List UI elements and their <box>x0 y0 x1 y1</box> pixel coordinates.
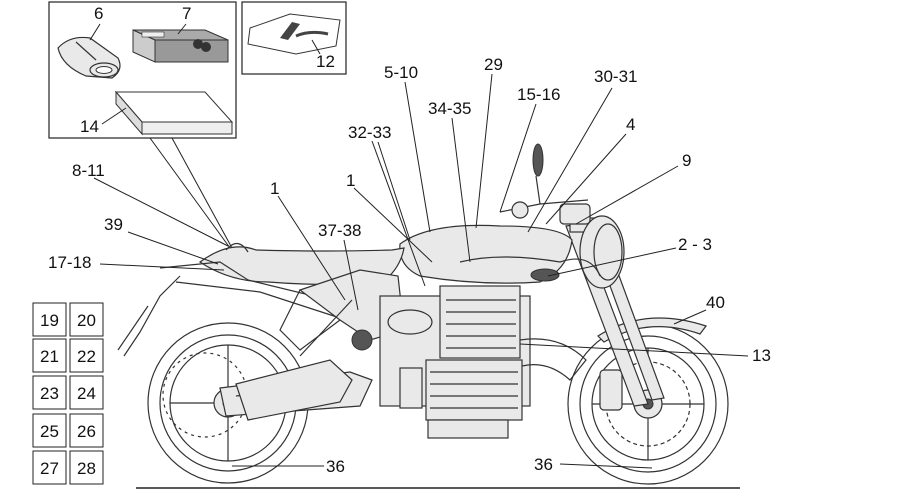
callout-4: 4 <box>626 115 635 134</box>
owners-manual-icon <box>132 29 229 63</box>
callout-40: 40 <box>706 293 725 312</box>
handlebar-mirror <box>499 143 589 219</box>
grid-box-27: 27 <box>40 459 59 478</box>
callout-15-16: 15-16 <box>517 85 560 104</box>
callout-37-38: 37-38 <box>318 221 361 240</box>
grid-box-24: 24 <box>77 384 96 403</box>
callout-1-upper: 1 <box>346 171 355 190</box>
callout-13: 13 <box>752 346 771 365</box>
callout-6: 6 <box>94 4 103 23</box>
callout-8-11: 8-11 <box>72 161 105 180</box>
grid-box-21: 21 <box>40 347 59 366</box>
grid-box-23: 23 <box>40 384 59 403</box>
cover-sheet-icon <box>114 90 234 136</box>
part-number-grid: 19 20 21 22 23 24 25 26 27 28 <box>32 302 104 485</box>
fuel-tank <box>399 224 573 284</box>
callout-2-3: 2 - 3 <box>678 235 712 254</box>
engine <box>351 285 587 439</box>
exhaust <box>235 359 353 421</box>
grid-box-25: 25 <box>40 422 59 441</box>
grid-box-19: 19 <box>40 311 59 330</box>
tube-pouch-icon <box>57 36 121 79</box>
motorcycle-drawing <box>117 143 740 489</box>
callout-29: 29 <box>484 55 503 74</box>
callout-34-35: 34-35 <box>428 99 471 118</box>
grid-box-20: 20 <box>77 311 96 330</box>
callout-17-18: 17-18 <box>48 253 91 272</box>
grid-box-26: 26 <box>77 422 96 441</box>
callout-14: 14 <box>80 117 99 136</box>
callout-39: 39 <box>104 215 123 234</box>
callout-5-10: 5-10 <box>384 63 418 82</box>
callout-12: 12 <box>316 52 335 71</box>
callout-32-33: 32-33 <box>348 123 391 142</box>
callout-36-front: 36 <box>534 455 553 474</box>
callout-7: 7 <box>182 4 191 23</box>
headlight <box>559 203 625 289</box>
callout-labels: 5-10 29 30-31 15-16 34-35 4 32-33 9 8-11… <box>48 55 771 476</box>
callout-leaders <box>93 73 749 469</box>
callout-9: 9 <box>682 151 691 170</box>
grid-box-28: 28 <box>77 459 96 478</box>
callout-30-31: 30-31 <box>594 67 637 86</box>
inset-box-seat-cover: 12 <box>241 1 347 75</box>
inset-box-accessories: 6 7 14 <box>48 1 237 249</box>
grid-box-22: 22 <box>77 347 96 366</box>
callout-36-rear: 36 <box>326 457 345 476</box>
callout-1-lower: 1 <box>270 179 279 198</box>
